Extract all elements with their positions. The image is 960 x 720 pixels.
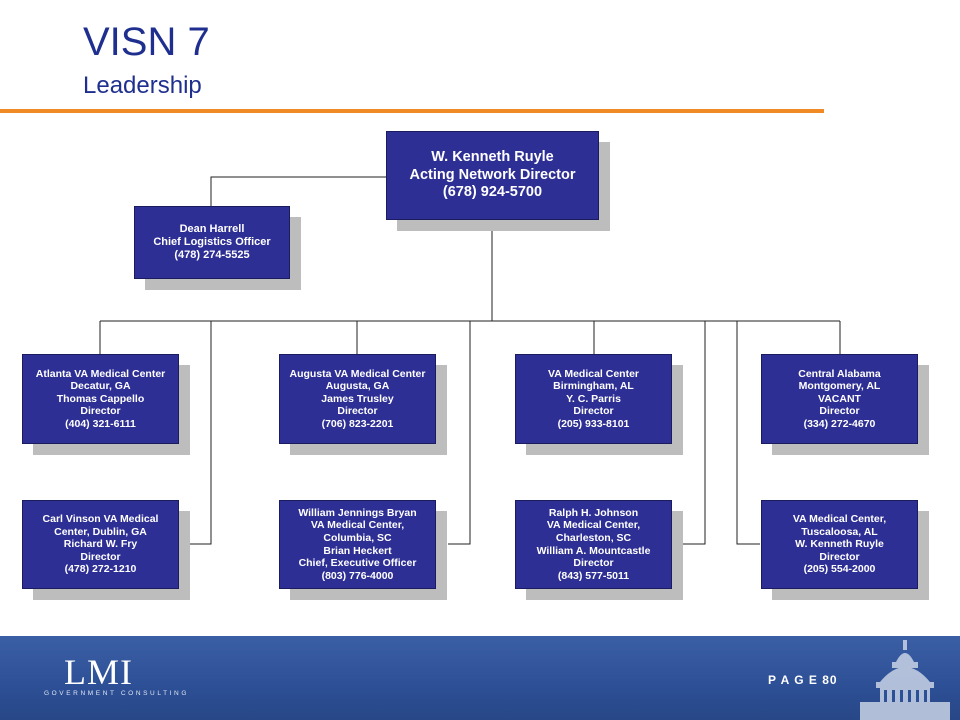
org-box-columbia: William Jennings Bryan VA Medical Center… (279, 500, 436, 589)
connector-columbia (448, 321, 471, 545)
org-box-logistics: Dean Harrell Chief Logistics Officer (47… (134, 206, 290, 279)
lmi-logo: LMI (64, 652, 133, 692)
connector-dublin (190, 321, 212, 545)
org-box-augusta: Augusta VA Medical Center Augusta, GA Ja… (279, 354, 436, 444)
footer-band (0, 636, 960, 720)
org-box-birmingham: VA Medical Center Birmingham, AL Y. C. P… (515, 354, 672, 444)
lmi-logo-tagline: GOVERNMENT CONSULTING (44, 690, 190, 697)
connector-tuscaloosa (736, 321, 760, 545)
org-box-atlanta: Atlanta VA Medical Center Decatur, GA Th… (22, 354, 179, 444)
capitol-dome-icon (860, 640, 950, 720)
page-number: P A G E 80 (768, 673, 838, 687)
title-divider (0, 109, 824, 113)
org-chart-connectors (99, 176, 841, 545)
org-box-dublin: Carl Vinson VA Medical Center, Dublin, G… (22, 500, 179, 589)
org-box-central-alabama: Central Alabama Montgomery, AL VACANT Di… (761, 354, 918, 444)
org-box-director: W. Kenneth Ruyle Acting Network Director… (386, 131, 599, 220)
connector-charleston (683, 321, 706, 545)
org-box-charleston: Ralph H. Johnson VA Medical Center, Char… (515, 500, 672, 589)
page-title: VISN 7 (83, 20, 210, 64)
page-subtitle: Leadership (83, 72, 202, 99)
connector-logistics (210, 176, 386, 206)
org-box-tuscaloosa: VA Medical Center, Tuscaloosa, AL W. Ken… (761, 500, 918, 589)
